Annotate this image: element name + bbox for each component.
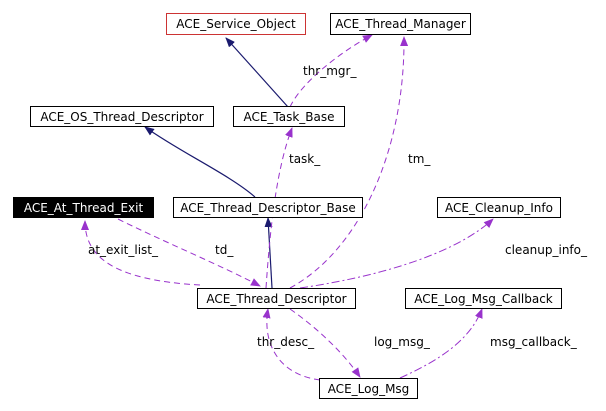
- label-msg-callback: msg_callback_: [490, 335, 577, 349]
- edge-thr-desc: [262, 308, 321, 381]
- node-ace-cleanup-info[interactable]: ACE_Cleanup_Info: [437, 197, 561, 218]
- label-tm: tm_: [408, 152, 431, 166]
- edge-cleanup-info: [299, 218, 494, 289]
- node-ace-service-object[interactable]: ACE_Service_Object: [166, 13, 306, 35]
- label-task: task_: [289, 152, 321, 166]
- label-thr-desc: thr_desc_: [257, 335, 315, 349]
- node-ace-log-msg[interactable]: ACE_Log_Msg: [319, 378, 418, 399]
- node-ace-log-msg-callback[interactable]: ACE_Log_Msg_Callback: [405, 288, 562, 309]
- edge-tm: [289, 36, 409, 289]
- node-ace-thread-descriptor[interactable]: ACE_Thread_Descriptor: [197, 288, 356, 309]
- node-ace-os-thread-descriptor[interactable]: ACE_OS_Thread_Descriptor: [30, 106, 214, 127]
- edge-at-exit-list: [81, 220, 201, 286]
- label-td: td_: [215, 243, 234, 257]
- edge-thread-descriptor-to-descriptor-base: [264, 217, 273, 289]
- edge-td: [117, 218, 261, 287]
- node-ace-thread-manager[interactable]: ACE_Thread_Manager: [330, 13, 471, 35]
- edge-msg-callback: [399, 308, 483, 379]
- label-at-exit-list: at_exit_list_: [88, 243, 158, 257]
- node-ace-at-thread-exit[interactable]: ACE_At_Thread_Exit: [13, 197, 154, 218]
- label-cleanup-info: cleanup_info_: [505, 243, 588, 257]
- edge-task-base-to-service-object: [225, 37, 289, 108]
- node-ace-task-base[interactable]: ACE_Task_Base: [233, 106, 345, 127]
- label-thr-mgr: thr_mgr_: [303, 64, 357, 78]
- node-ace-thread-descriptor-base[interactable]: ACE_Thread_Descriptor_Base: [173, 197, 363, 218]
- edge-descriptor-base-to-os-thread-descriptor: [144, 126, 256, 198]
- edge-task: [265, 127, 293, 289]
- label-log-msg: log_msg_: [374, 335, 430, 349]
- edge-log-msg: [289, 308, 361, 378]
